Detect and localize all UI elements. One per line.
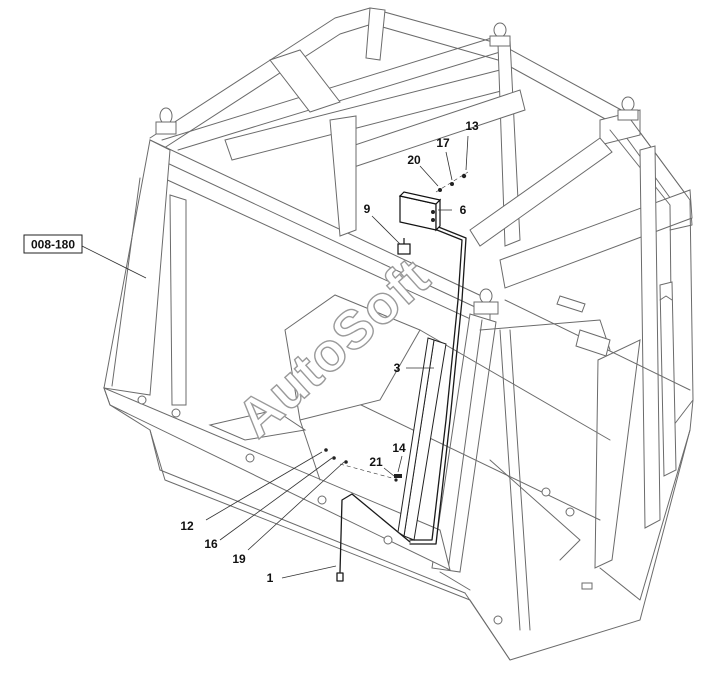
lifting-eye-front-left — [155, 107, 177, 135]
callout-9[interactable]: 9 — [364, 202, 371, 216]
callout-13[interactable]: 13 — [465, 119, 479, 133]
reference-label[interactable]: 008-180 — [23, 234, 83, 254]
callout-19[interactable]: 19 — [232, 552, 246, 566]
reference-code: 008-180 — [31, 238, 75, 252]
callout-1[interactable]: 1 — [267, 571, 274, 585]
callout-20[interactable]: 20 — [407, 153, 421, 167]
cab-pillars — [103, 139, 677, 631]
lifting-eye-front-right — [473, 288, 499, 315]
wiring-harness — [336, 225, 467, 582]
callout-14[interactable]: 14 — [392, 441, 406, 455]
lifting-eye-right — [617, 96, 639, 121]
trim-strip-3 — [397, 337, 447, 541]
callout-21[interactable]: 21 — [369, 455, 383, 469]
connector-9 — [397, 238, 411, 255]
fasteners — [324, 171, 469, 482]
lifting-eye-rear — [489, 22, 511, 47]
callout-12[interactable]: 12 — [180, 519, 194, 533]
control-box-6 — [398, 191, 442, 232]
cab-floor — [103, 294, 694, 661]
leader-lines — [81, 135, 469, 579]
callout-3[interactable]: 3 — [394, 361, 401, 375]
callout-17[interactable]: 17 — [436, 136, 450, 150]
callout-16[interactable]: 16 — [204, 537, 218, 551]
callout-6[interactable]: 6 — [460, 203, 467, 217]
